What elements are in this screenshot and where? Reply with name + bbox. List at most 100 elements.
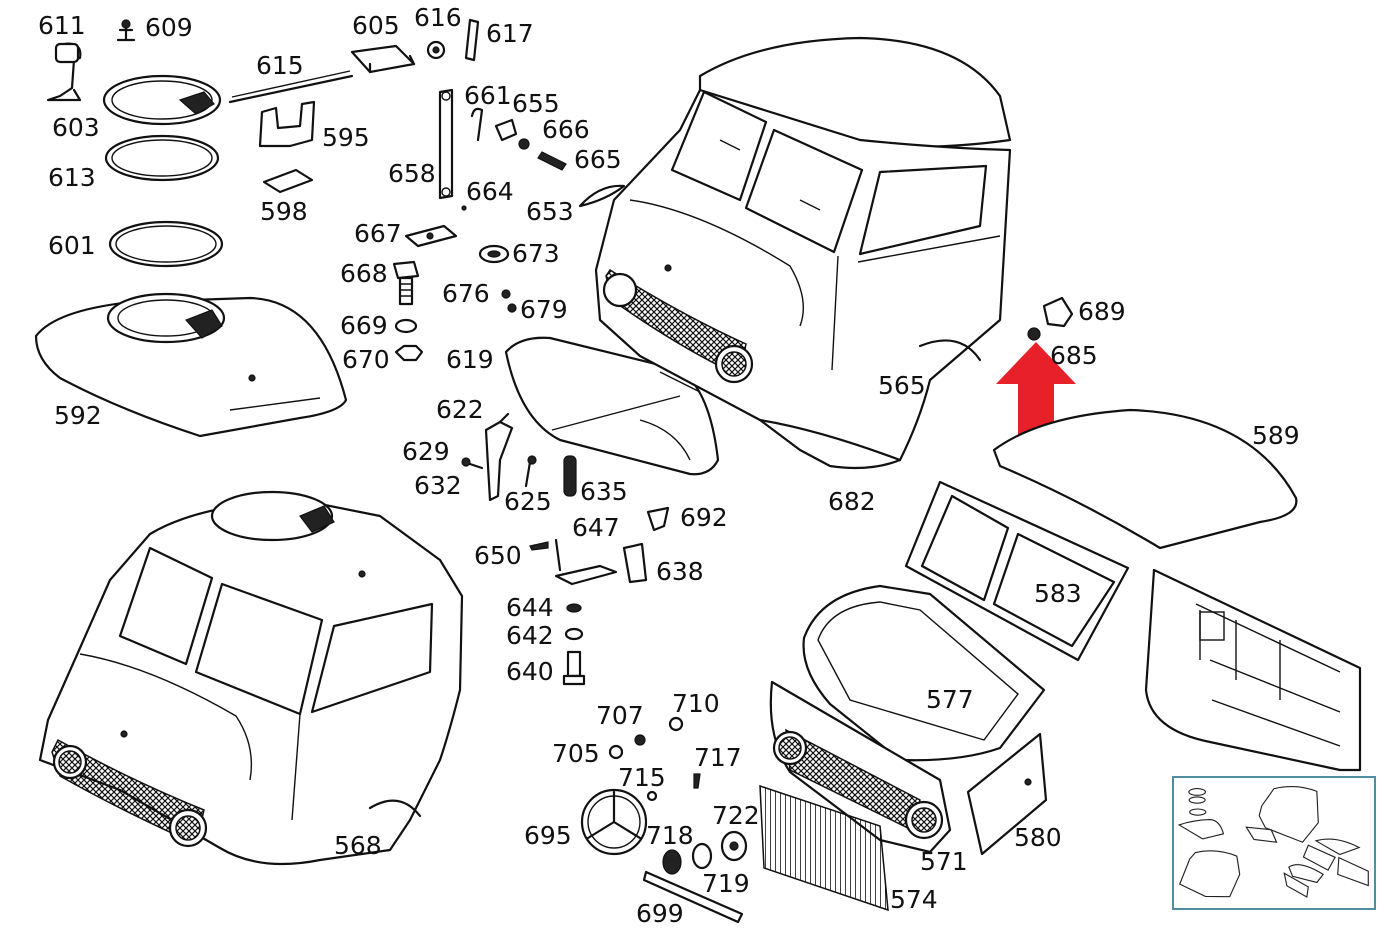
part-583-window-frame — [904, 480, 1130, 662]
label-583: 583 — [1034, 579, 1082, 608]
part-689-knob — [1042, 296, 1074, 328]
label-707: 707 — [596, 701, 644, 730]
part-603-ring-latch — [102, 74, 222, 126]
label-616: 616 — [414, 3, 462, 32]
part-615-rod — [228, 70, 354, 104]
part-601-ring — [108, 220, 224, 268]
label-592: 592 — [54, 401, 102, 430]
part-635-spring — [563, 455, 577, 497]
part-699-strip — [642, 870, 744, 924]
label-682: 682 — [828, 487, 876, 516]
part-715-clip — [646, 790, 658, 802]
label-661: 661 — [464, 81, 512, 110]
part-650-pin — [529, 541, 549, 551]
label-679: 679 — [520, 295, 568, 324]
part-667-latch — [404, 224, 458, 248]
part-718-nut — [662, 849, 682, 875]
part-692-cap — [646, 506, 670, 532]
label-692: 692 — [680, 503, 728, 532]
diagram-thumbnail[interactable] — [1172, 776, 1376, 910]
label-673: 673 — [512, 239, 560, 268]
part-668-bolt — [392, 260, 420, 306]
label-615: 615 — [256, 51, 304, 80]
part-574-grille-mesh — [759, 784, 889, 912]
part-577-hood — [802, 584, 1046, 762]
part-653-cap — [578, 184, 626, 208]
part-580-side-panel — [966, 732, 1048, 856]
part-625-pin — [524, 455, 537, 488]
label-577: 577 — [926, 685, 974, 714]
part-638-647-bracket — [554, 538, 648, 586]
label-598: 598 — [260, 197, 308, 226]
label-655: 655 — [512, 89, 560, 118]
part-705-washer — [608, 744, 624, 760]
part-571-front-panel — [769, 680, 952, 854]
label-695: 695 — [524, 821, 572, 850]
label-580: 580 — [1014, 823, 1062, 852]
part-719-nut — [691, 842, 713, 870]
label-644: 644 — [506, 593, 554, 622]
label-619: 619 — [446, 345, 494, 374]
diagram-thumbnail-icon — [1177, 785, 1369, 898]
label-664: 664 — [466, 177, 514, 206]
label-635: 635 — [580, 477, 628, 506]
part-722-nut — [720, 830, 748, 862]
part-565-cab — [594, 36, 1012, 470]
label-647: 647 — [572, 513, 620, 542]
part-658-strut — [438, 88, 454, 200]
part-670-nut — [394, 344, 424, 362]
label-668: 668 — [340, 259, 388, 288]
part-666-nut — [518, 138, 530, 150]
label-642: 642 — [506, 621, 554, 650]
label-710: 710 — [672, 689, 720, 718]
label-629: 629 — [402, 437, 450, 466]
part-644-washer — [566, 603, 582, 613]
label-665: 665 — [574, 145, 622, 174]
label-719: 719 — [702, 869, 750, 898]
part-717-pin — [693, 773, 701, 789]
label-603: 603 — [52, 113, 100, 142]
part-669-washer — [394, 318, 418, 334]
label-601: 601 — [48, 231, 96, 260]
label-571: 571 — [920, 847, 968, 876]
label-640: 640 — [506, 657, 554, 686]
part-619-windshield — [504, 336, 720, 476]
part-rear-wall-panel — [1144, 568, 1362, 772]
label-718: 718 — [646, 821, 694, 850]
label-658: 658 — [388, 159, 436, 188]
label-613: 613 — [48, 163, 96, 192]
label-609: 609 — [145, 13, 193, 42]
label-653: 653 — [526, 197, 574, 226]
part-622-mechanism — [484, 412, 514, 502]
part-695-emblem — [580, 788, 648, 856]
part-664-dot — [461, 205, 467, 211]
label-715: 715 — [618, 763, 666, 792]
part-640-bolt — [562, 650, 586, 686]
part-616-gear — [426, 40, 446, 60]
part-595-bracket — [258, 100, 316, 148]
part-676-washer — [501, 289, 511, 299]
part-661-pin — [470, 107, 484, 142]
part-710-nut — [668, 716, 684, 732]
part-707-washer — [634, 734, 646, 746]
part-665-bolt — [537, 151, 567, 171]
part-611-handle — [46, 42, 82, 102]
label-605: 605 — [352, 11, 400, 40]
label-638: 638 — [656, 557, 704, 586]
label-625: 625 — [504, 487, 552, 516]
label-689: 689 — [1078, 297, 1126, 326]
label-617: 617 — [486, 19, 534, 48]
label-685: 685 — [1050, 341, 1098, 370]
label-589: 589 — [1252, 421, 1300, 450]
label-705: 705 — [552, 739, 600, 768]
part-685-nut — [1027, 327, 1041, 341]
label-670: 670 — [342, 345, 390, 374]
label-717: 717 — [694, 743, 742, 772]
label-650: 650 — [474, 541, 522, 570]
part-609-clip — [116, 19, 136, 42]
part-679-washer — [507, 303, 517, 313]
label-667: 667 — [354, 219, 402, 248]
part-605-bracket — [350, 44, 416, 74]
